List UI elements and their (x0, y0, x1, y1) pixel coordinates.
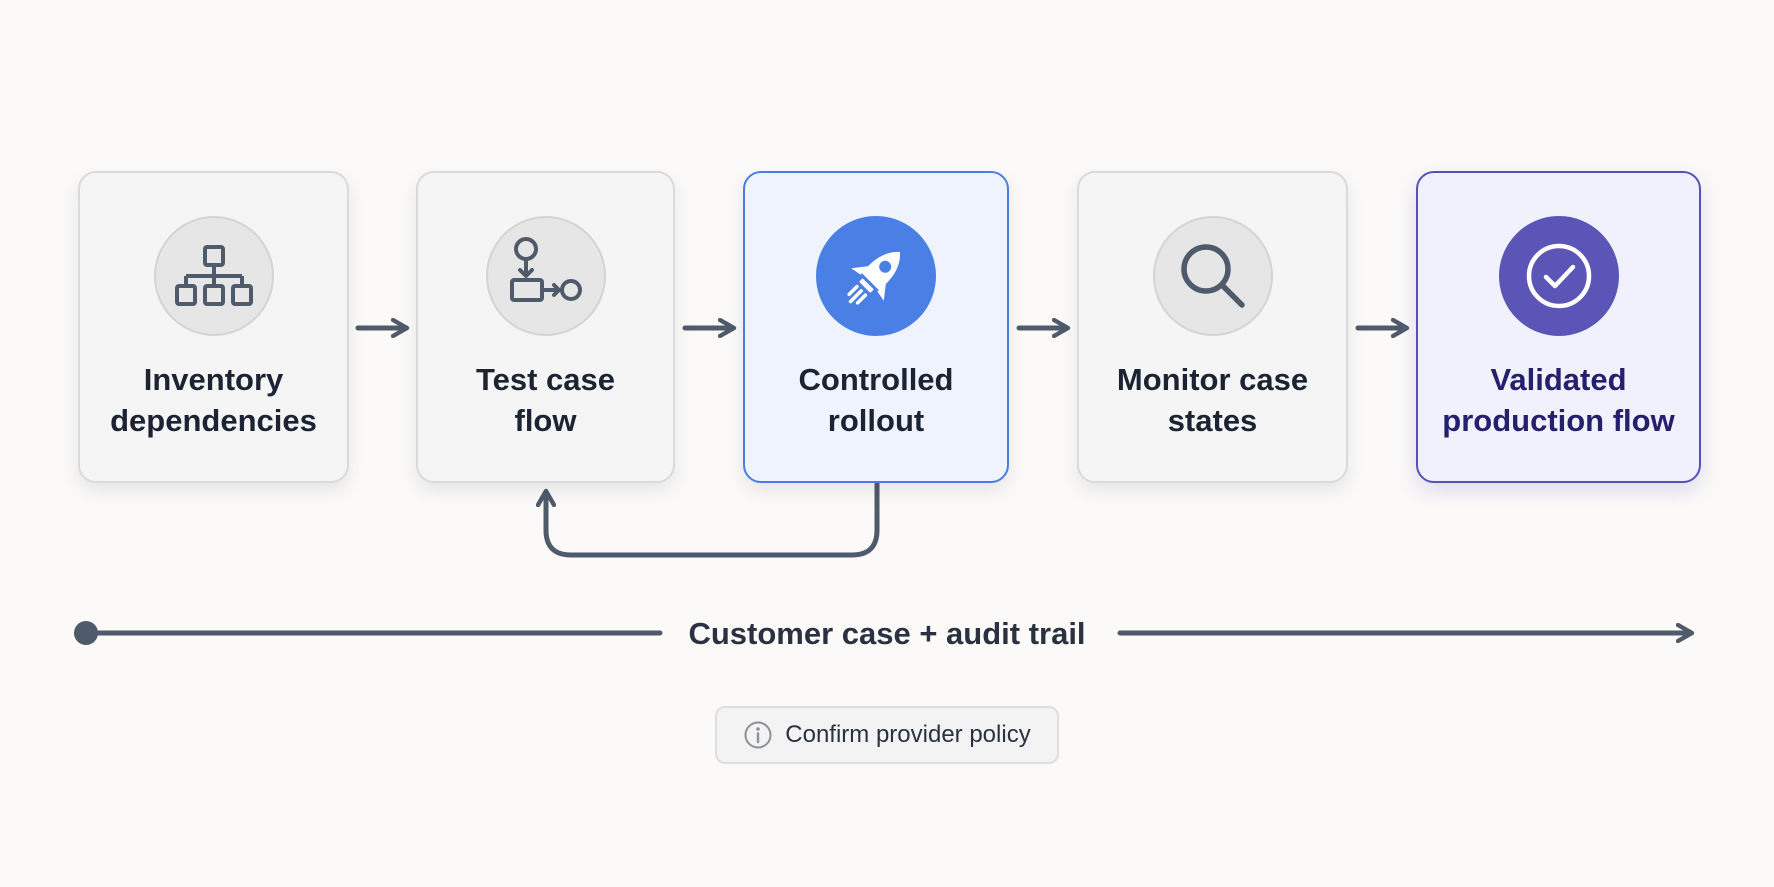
step-label: Validated production flow (1442, 362, 1675, 438)
step-icon-badge (485, 216, 606, 336)
step-icon-badge (816, 216, 936, 336)
step-label: Controlled rollout (798, 362, 954, 438)
step-icon-badge (1152, 216, 1273, 336)
feedback-loop-arrow (546, 481, 880, 558)
step-label: Monitor case states (1116, 362, 1309, 438)
step-inventory-dependencies: Inventory dependencies (78, 171, 349, 483)
rocket-icon (847, 251, 901, 305)
step-controlled-rollout: Controlled rollout (743, 171, 1009, 483)
step-icon-badge (1498, 216, 1619, 336)
note-label: Confirm provider policy (785, 721, 1031, 748)
hierarchy-icon (174, 245, 253, 306)
timeline-label: Customer case + audit trail (688, 616, 1086, 651)
check-circle-icon (1526, 243, 1591, 309)
info-icon (744, 721, 772, 749)
step-test-case-flow: Test case flow (416, 171, 675, 483)
step-icon-badge (153, 216, 274, 336)
policy-note: Confirm provider policy (715, 706, 1059, 764)
step-label: Test case flow (475, 362, 615, 438)
step-validated-production-flow: Validated production flow (1416, 171, 1701, 483)
flow-icon (509, 237, 582, 302)
step-label: Inventory dependencies (110, 362, 317, 438)
step-monitor-case-states: Monitor case states (1077, 171, 1348, 483)
magnifier-icon (1180, 244, 1245, 308)
